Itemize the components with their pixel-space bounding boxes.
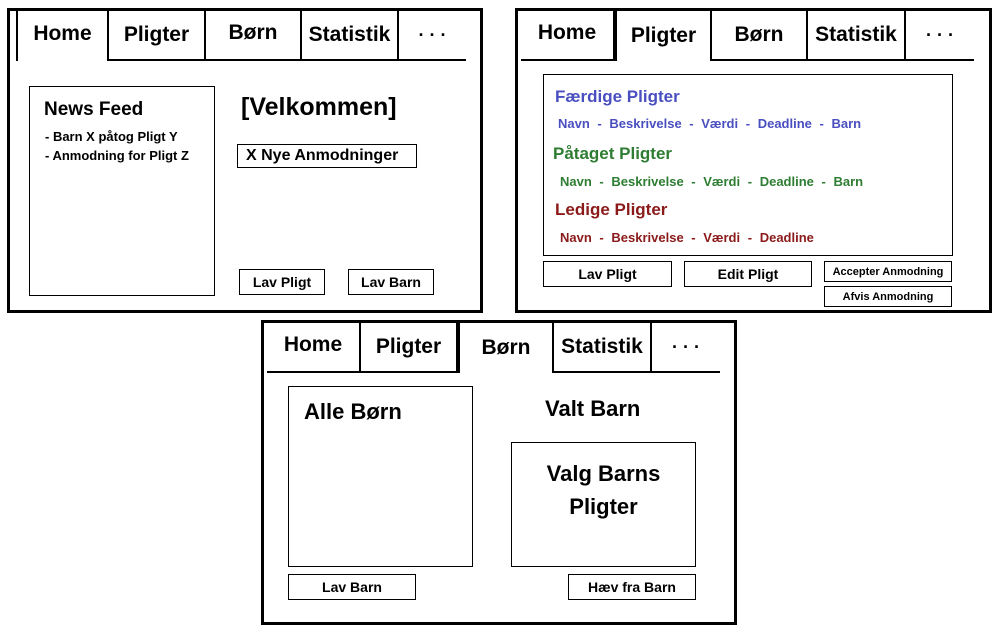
valg-barns-pligter-line: Pligter — [569, 494, 638, 519]
column-header: Deadline — [757, 116, 812, 131]
lav-pligt-button[interactable]: Lav Pligt — [239, 269, 325, 295]
news-feed-item: - Anmodning for Pligt Z — [45, 148, 189, 163]
tab-more[interactable]: · · · — [652, 323, 720, 373]
column-header: Navn — [560, 230, 592, 245]
tab-pligter[interactable]: Pligter — [615, 11, 712, 61]
separator: - — [597, 116, 602, 131]
lav-barn-button[interactable]: Lav Barn — [288, 574, 416, 600]
tab-statistik[interactable]: Statistik — [302, 11, 399, 61]
pataget-pligter-columns: Navn - Beskrivelse - Værdi - Deadline - … — [560, 174, 863, 189]
separator: - — [691, 230, 696, 245]
pligter-list-panel: Færdige Pligter Navn - Beskrivelse - Vær… — [543, 74, 953, 256]
separator: - — [599, 230, 604, 245]
tab-born[interactable]: Børn — [206, 11, 302, 61]
home-window: Home Pligter Børn Statistik · · · News F… — [7, 8, 483, 313]
separator: - — [745, 116, 751, 131]
column-header: Deadline — [759, 174, 814, 189]
tab-more[interactable]: · · · — [399, 11, 466, 61]
column-header: Beskrivelse — [611, 174, 684, 189]
accepter-anmodning-button[interactable]: Accepter Anmodning — [824, 261, 952, 282]
born-window: Home Pligter Børn Statistik · · · Alle B… — [261, 320, 737, 625]
pataget-pligter-title: Påtaget Pligter — [553, 144, 673, 163]
faerdige-pligter-title: Færdige Pligter — [555, 87, 680, 106]
column-header: Navn — [560, 174, 592, 189]
tab-born[interactable]: Børn — [458, 323, 554, 373]
afvis-anmodning-button[interactable]: Afvis Anmodning — [824, 286, 952, 307]
welcome-heading: [Velkommen] — [241, 93, 397, 121]
tab-home[interactable]: Home — [521, 11, 615, 61]
tab-more[interactable]: · · · — [906, 11, 974, 61]
lav-barn-button[interactable]: Lav Barn — [348, 269, 434, 295]
valg-barns-pligter-panel: Valg Barns Pligter — [511, 442, 696, 567]
new-requests-button[interactable]: X Nye Anmodninger — [237, 144, 417, 168]
tab-pligter[interactable]: Pligter — [109, 11, 206, 61]
tab-statistik[interactable]: Statistik — [808, 11, 906, 61]
news-feed-title: News Feed — [44, 99, 144, 120]
separator: - — [691, 174, 696, 189]
tab-pligter[interactable]: Pligter — [361, 323, 458, 373]
tab-born[interactable]: Børn — [712, 11, 808, 61]
valg-barns-pligter-title: Valg Barns Pligter — [512, 457, 695, 523]
lav-pligt-button[interactable]: Lav Pligt — [543, 261, 672, 287]
faerdige-pligter-columns: Navn - Beskrivelse - Værdi - Deadline - … — [558, 116, 861, 131]
alle-born-panel: Alle Børn — [288, 386, 473, 567]
separator: - — [747, 230, 753, 245]
column-header: Beskrivelse — [611, 230, 684, 245]
column-header: Værdi — [701, 116, 739, 131]
separator: - — [689, 116, 694, 131]
column-header: Beskrivelse — [609, 116, 682, 131]
valt-barn-title: Valt Barn — [545, 396, 641, 421]
valg-barns-pligter-line: Valg Barns — [546, 461, 661, 486]
separator: - — [819, 116, 824, 131]
column-header: Deadline — [759, 230, 814, 245]
tab-statistik[interactable]: Statistik — [554, 323, 652, 373]
ledige-pligter-columns: Navn - Beskrivelse - Værdi - Deadline — [560, 230, 814, 245]
edit-pligt-button[interactable]: Edit Pligt — [684, 261, 812, 287]
separator: - — [821, 174, 826, 189]
ledige-pligter-title: Ledige Pligter — [555, 200, 668, 219]
column-header: Navn — [558, 116, 590, 131]
column-header: Barn — [831, 116, 862, 131]
tab-home[interactable]: Home — [267, 323, 361, 373]
separator: - — [747, 174, 753, 189]
pligter-window: Home Pligter Børn Statistik · · · Færdig… — [515, 8, 992, 313]
tab-home[interactable]: Home — [16, 11, 109, 61]
separator: - — [599, 174, 604, 189]
column-header: Værdi — [703, 174, 741, 189]
column-header: Barn — [833, 174, 864, 189]
column-header: Værdi — [703, 230, 741, 245]
haev-fra-barn-button[interactable]: Hæv fra Barn — [568, 574, 696, 600]
alle-born-title: Alle Børn — [304, 399, 402, 424]
news-feed-panel: News Feed - Barn X påtog Pligt Y - Anmod… — [29, 86, 215, 296]
news-feed-item: - Barn X påtog Pligt Y — [45, 129, 178, 144]
